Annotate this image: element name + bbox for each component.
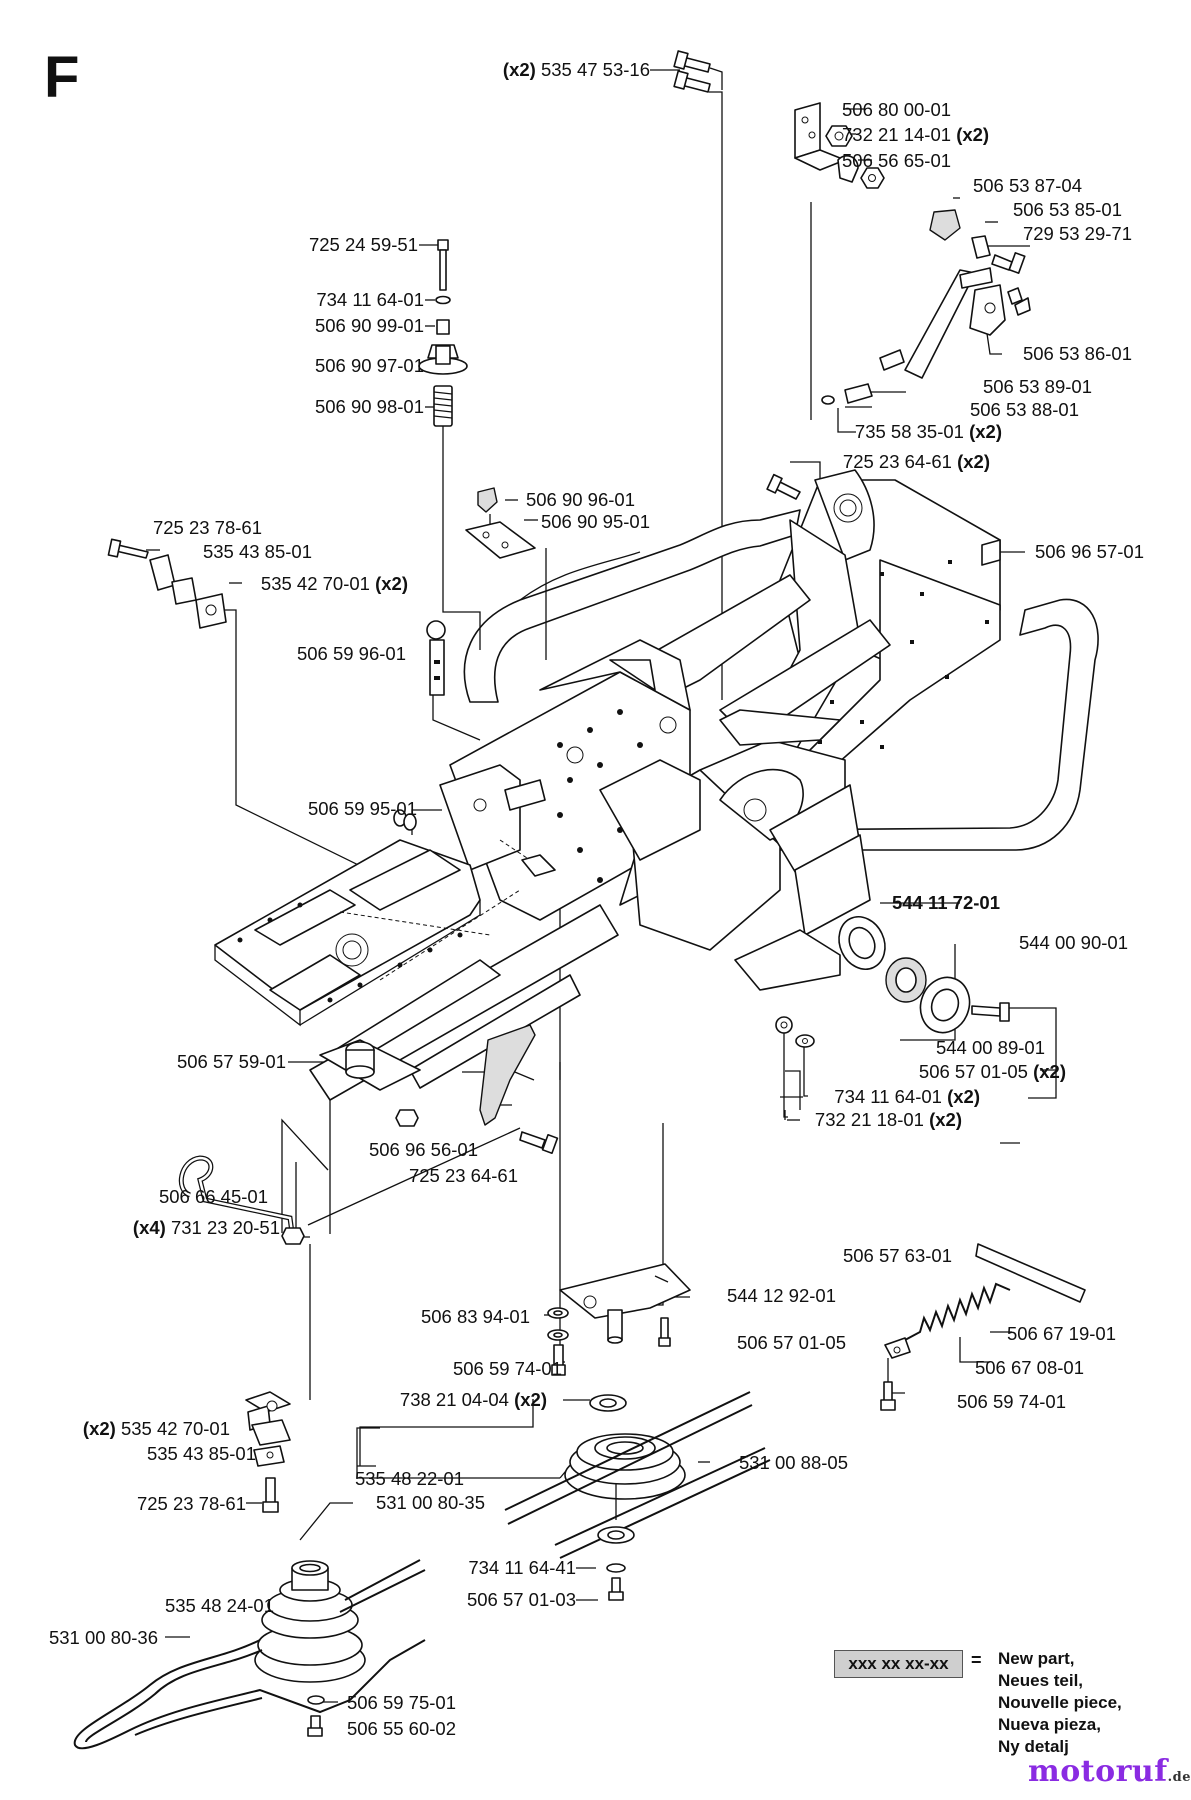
part-label: 531 00 88-05 [739, 1452, 848, 1473]
part-label: 725 24 59-51 [309, 234, 418, 255]
part-label: 544 00 90-01 [1019, 932, 1128, 953]
part-label: 725 23 78-61 [153, 517, 262, 538]
part-qty: (x2) [956, 124, 989, 145]
part-label: 544 11 72-01 [892, 892, 1000, 913]
part-label: 506 90 99-01 [315, 315, 424, 336]
part-label: 506 96 56-01 [369, 1139, 478, 1160]
part-label: 535 42 70-01 (x2) [261, 573, 408, 594]
legend-text: New part, Neues teil, Nouvelle piece, Nu… [998, 1648, 1122, 1758]
part-label: 506 67 08-01 [975, 1357, 1084, 1378]
part-label: 506 53 87-04 [973, 175, 1082, 196]
part-label: 544 00 89-01 [936, 1037, 1045, 1058]
part-label: 506 55 60-02 [347, 1718, 456, 1739]
part-label: 725 23 78-61 [137, 1493, 246, 1514]
part-label: (x2) 535 42 70-01 [83, 1418, 230, 1439]
part-label: 506 90 95-01 [541, 511, 650, 532]
part-number: 725 23 64-61 [843, 451, 957, 472]
part-label: 738 21 04-04 (x2) [400, 1389, 547, 1410]
part-label: 506 96 57-01 [1035, 541, 1144, 562]
part-qty: (x2) [957, 451, 990, 472]
part-label: 506 59 96-01 [297, 643, 406, 664]
legend-equals: = [971, 1650, 982, 1670]
part-label: 506 53 89-01 [983, 376, 1092, 397]
part-qty: (x2) [514, 1389, 547, 1410]
part-number: 535 47 53-16 [541, 59, 650, 80]
part-label: 506 83 94-01 [421, 1306, 530, 1327]
section-letter: F [44, 45, 80, 110]
part-label: 506 67 19-01 [1007, 1323, 1116, 1344]
part-label: 531 00 80-36 [49, 1627, 158, 1648]
part-label: 531 00 80-35 [376, 1492, 485, 1513]
part-label: 725 23 64-61 [409, 1165, 518, 1186]
part-label: 506 57 63-01 [843, 1245, 952, 1266]
part-label: 506 90 96-01 [526, 489, 635, 510]
part-number: 734 11 64-01 [834, 1086, 947, 1107]
part-qty: (x4) [133, 1217, 171, 1238]
chassis-frame [214, 469, 1099, 1101]
part-label: 535 43 85-01 [147, 1443, 256, 1464]
part-label: 506 53 88-01 [970, 399, 1079, 420]
watermark-tld: .de [1167, 1770, 1191, 1785]
part-label: 506 59 75-01 [347, 1692, 456, 1713]
part-number: 732 21 14-01 [842, 124, 956, 145]
part-label: 506 80 00-01 [842, 99, 951, 120]
part-label: 506 53 85-01 [1013, 199, 1122, 220]
part-label: 735 58 35-01 (x2) [855, 421, 1002, 442]
part-label: 506 57 01-05 (x2) [919, 1061, 1066, 1082]
part-label: 732 21 14-01 (x2) [842, 124, 989, 145]
leader-lines [146, 69, 1057, 1729]
part-label: 506 59 74-01 [957, 1391, 1066, 1412]
part-number: 535 42 70-01 [121, 1418, 230, 1439]
part-label: 506 57 59-01 [177, 1051, 286, 1072]
part-label: 506 90 97-01 [315, 355, 424, 376]
legend-line-es: Nueva pieza, [998, 1715, 1101, 1734]
part-label: 535 48 22-01 [355, 1468, 464, 1489]
part-label: 535 43 85-01 [203, 541, 312, 562]
part-number: 535 42 70-01 [261, 573, 375, 594]
part-qty: (x2) [929, 1109, 962, 1130]
part-number: 732 21 18-01 [815, 1109, 929, 1130]
part-number: 506 57 01-05 [919, 1061, 1033, 1082]
part-label: 506 53 86-01 [1023, 343, 1132, 364]
part-number: 731 23 20-51 [171, 1217, 280, 1238]
part-label: 734 11 64-01 [316, 289, 424, 310]
part-qty: (x2) [947, 1086, 980, 1107]
legend-line-en: New part, [998, 1649, 1075, 1668]
part-qty: (x2) [83, 1418, 121, 1439]
watermark-name: motoruf [1028, 1754, 1168, 1789]
part-qty: (x2) [503, 59, 541, 80]
part-label: 544 12 92-01 [727, 1285, 836, 1306]
part-label: (x4) 731 23 20-51 [133, 1217, 280, 1238]
part-label: 734 11 64-01 (x2) [834, 1086, 980, 1107]
part-label: 506 59 95-01 [308, 798, 417, 819]
legend-line-de: Neues teil, [998, 1671, 1084, 1690]
part-label: 729 53 29-71 [1023, 223, 1132, 244]
part-label: (x2) 535 47 53-16 [503, 59, 650, 80]
small-parts [107, 50, 1031, 877]
lower-hardware [73, 1016, 1086, 1750]
watermark-logo: motoruf.de [1028, 1754, 1191, 1789]
part-label: 506 59 74-01 [453, 1358, 562, 1379]
legend-line-sv: Ny detalj [998, 1737, 1069, 1756]
part-number: 738 21 04-04 [400, 1389, 514, 1410]
part-label: 725 23 64-61 (x2) [843, 451, 990, 472]
part-label: 506 57 01-05 [737, 1332, 846, 1353]
part-label: 732 21 18-01 (x2) [815, 1109, 962, 1130]
legend-line-fr: Nouvelle piece, [998, 1693, 1122, 1712]
legend-new-part-box: xxx xx xx-xx [834, 1650, 963, 1678]
part-qty: (x2) [375, 573, 408, 594]
part-label: 506 56 65-01 [842, 150, 951, 171]
part-qty: (x2) [969, 421, 1002, 442]
part-number: 735 58 35-01 [855, 421, 969, 442]
part-label: 535 48 24-01 [165, 1595, 274, 1616]
part-labels: (x2) 535 47 53-16 506 80 00-01 732 21 14-0… [49, 59, 1144, 1739]
part-qty: (x2) [1033, 1061, 1066, 1082]
part-label: 506 90 98-01 [315, 396, 424, 417]
part-label: 506 66 45-01 [159, 1186, 268, 1207]
part-label: 734 11 64-41 [468, 1557, 576, 1578]
part-label: 506 57 01-03 [467, 1589, 576, 1610]
